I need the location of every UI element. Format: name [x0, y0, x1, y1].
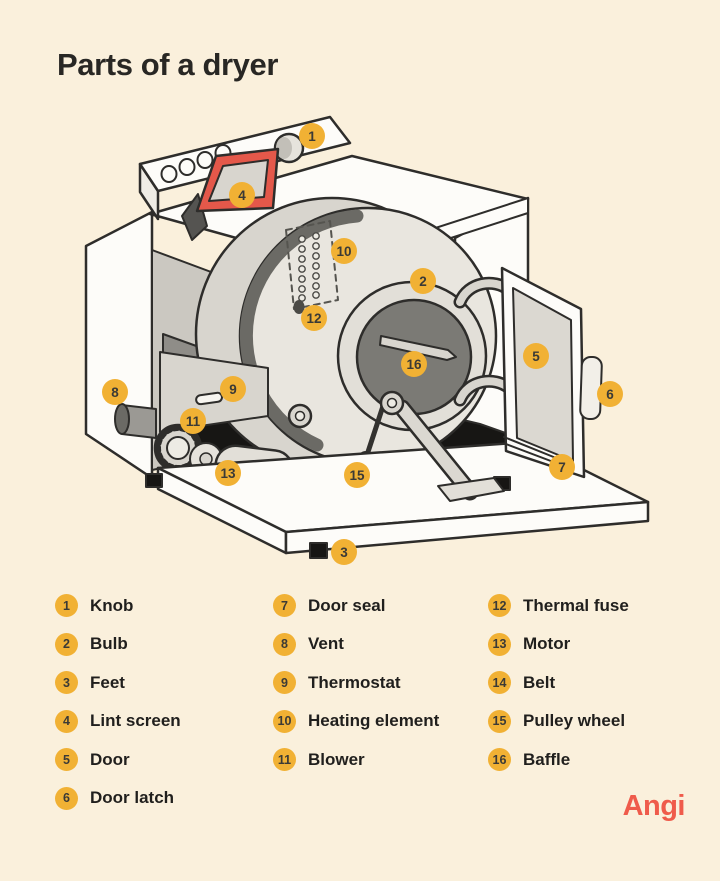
legend-number-badge: 14	[488, 671, 511, 694]
legend-label: Knob	[90, 595, 134, 615]
legend-item-thermal-fuse: 12 Thermal fuse	[488, 594, 629, 617]
legend-number-badge: 12	[488, 594, 511, 617]
legend-label: Door latch	[90, 788, 175, 807]
callout-6: 6	[597, 381, 623, 407]
legend-number-badge: 6	[55, 786, 78, 810]
legend-item-motor: 13 Motor	[488, 632, 629, 656]
callout-9: 9	[220, 376, 246, 402]
legend-item-feet: 3 Feet	[55, 671, 181, 694]
callout-16: 16	[401, 351, 427, 377]
legend-number-badge: 2	[55, 632, 78, 656]
foot	[145, 473, 163, 488]
foot	[309, 542, 328, 559]
legend-label: Thermal fuse	[523, 595, 629, 615]
legend-number-badge: 7	[273, 594, 296, 617]
legend-item-door: 5 Door	[55, 748, 181, 771]
legend-item-blower: 11 Blower	[273, 748, 439, 771]
legend-item-bulb: 2 Bulb	[55, 632, 181, 656]
legend-number-badge: 8	[273, 632, 296, 656]
legend-item-pulley-wheel: 15 Pulley wheel	[488, 709, 629, 733]
legend-label: Blower	[308, 749, 365, 769]
legend-number-badge: 15	[488, 709, 511, 733]
page-title: Parts of a dryer	[57, 47, 279, 82]
legend-number-badge: 9	[273, 671, 296, 694]
legend-label: Feet	[90, 672, 125, 692]
legend-label: Lint screen	[90, 711, 181, 730]
legend-item-belt: 14 Belt	[488, 671, 629, 694]
vent-pipe	[114, 403, 157, 439]
legend-item-heating-element: 10 Heating element	[273, 709, 440, 733]
legend-label: Heating element	[308, 711, 440, 730]
door	[500, 266, 603, 479]
legend-number-badge: 1	[55, 594, 78, 617]
callout-7: 7	[549, 454, 575, 480]
baffle-bar	[379, 335, 457, 361]
legend-label: Door seal	[308, 595, 386, 615]
base	[145, 440, 650, 559]
drum-rollers	[287, 390, 405, 429]
callout-3: 3	[331, 539, 357, 565]
callout-13: 13	[215, 460, 241, 486]
legend-item-thermostat: 9 Thermostat	[273, 671, 439, 694]
heating-element-area	[285, 220, 339, 314]
legend-column-3: 12 Thermal fuse 13 Motor 14 Belt 15 Pull…	[488, 594, 629, 771]
callout-2: 2	[410, 268, 436, 294]
legend-label: Bulb	[90, 634, 128, 653]
knob	[273, 132, 305, 164]
callout-15: 15	[344, 462, 370, 488]
legend-label: Belt	[523, 672, 556, 692]
legend-number-badge: 4	[55, 709, 78, 733]
legend-label: Door	[90, 749, 130, 769]
legend-item-door-seal: 7 Door seal	[273, 594, 439, 617]
legend-label: Thermostat	[308, 672, 401, 692]
callout-1: 1	[299, 123, 325, 149]
legend-item-vent: 8 Vent	[273, 632, 439, 656]
callout-5: 5	[523, 343, 549, 369]
callout-11: 11	[180, 408, 206, 434]
legend-column-2: 7 Door seal 8 Vent 9 Thermostat 10 Heati…	[273, 594, 439, 771]
legend-number-badge: 10	[273, 709, 296, 733]
legend-number-badge: 5	[55, 748, 78, 771]
angi-logo: Angi	[622, 790, 686, 822]
legend-label: Vent	[308, 634, 344, 653]
legend-number-badge: 11	[273, 748, 296, 771]
callout-10: 10	[331, 238, 357, 264]
belt-band	[239, 209, 364, 452]
legend-label: Pulley wheel	[523, 711, 626, 730]
legend-label: Baffle	[523, 749, 571, 769]
legend-label: Motor	[523, 634, 571, 653]
callout-4: 4	[229, 182, 255, 208]
callout-8: 8	[102, 379, 128, 405]
callout-12: 12	[301, 305, 327, 331]
legend-item-knob: 1 Knob	[55, 594, 181, 617]
legend-item-lint-screen: 4 Lint screen	[55, 709, 181, 733]
legend-item-door-latch: 6 Door latch	[55, 786, 181, 810]
legend-number-badge: 13	[488, 632, 511, 656]
pulley-arm	[393, 399, 505, 502]
legend-item-baffle: 16 Baffle	[488, 748, 629, 771]
legend-column-1: 1 Knob 2 Bulb 3 Feet 4 Lint screen 5 Doo…	[55, 594, 181, 810]
legend-number-badge: 16	[488, 748, 511, 771]
legend-number-badge: 3	[55, 671, 78, 694]
